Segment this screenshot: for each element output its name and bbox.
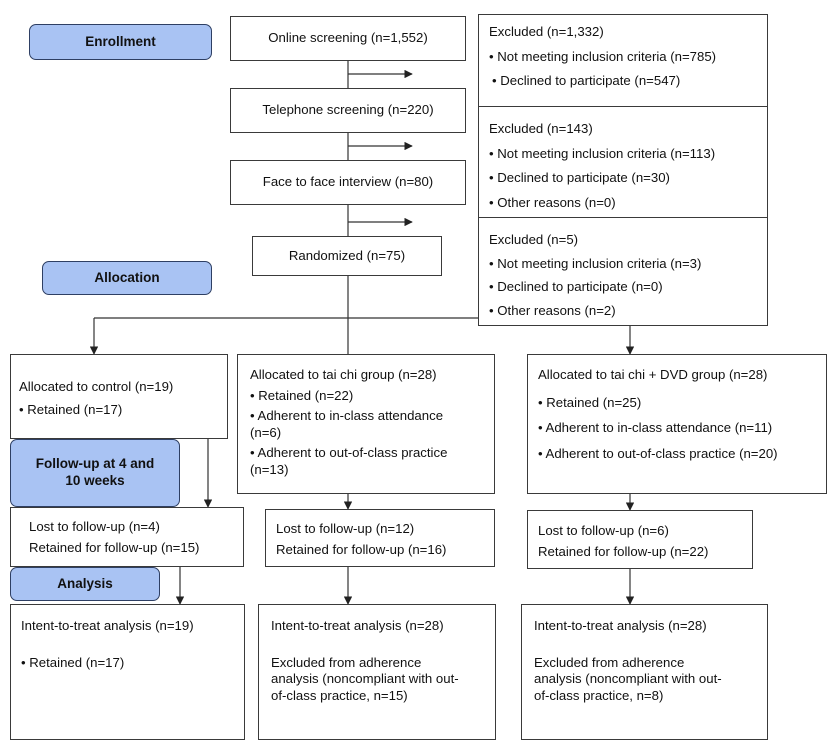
taichi-followup-box: Lost to follow-up (n=12) Retained for fo… [265,509,495,567]
taichi-dvd-itt-text: Intent-to-treat analysis (n=28) [534,618,707,633]
stage-enrollment-label: Enrollment [85,33,156,49]
taichi-excluded-adherence-text: Excluded from adherence analysis (noncom… [271,654,459,703]
taichi-dvd-analysis-box: Intent-to-treat analysis (n=28) Excluded… [521,604,768,740]
taichi-dvd-followup-box: Lost to follow-up (n=6) Retained for fol… [527,510,753,569]
taichi-allocation-box: Allocated to tai chi group (n=28) • Reta… [237,354,495,494]
control-followup-box: Lost to follow-up (n=4) Retained for fol… [10,507,244,567]
stage-enrollment: Enrollment [29,24,212,60]
stage-allocation: Allocation [42,261,212,295]
excluded-box-1: Excluded (n=1,332) • Not meeting inclusi… [478,14,768,107]
excluded-1-item: • Not meeting inclusion criteria (n=785) [489,48,717,64]
excluded-3-item: • Not meeting inclusion criteria (n=3) [489,255,702,271]
taichi-itt-text: Intent-to-treat analysis (n=28) [271,618,444,633]
excluded-3-item: • Declined to participate (n=0) [489,279,663,294]
excluded-3-item: • Other reasons (n=2) [489,302,616,318]
taichi-dvd-allocated-text: Allocated to tai chi + DVD group (n=28) [538,367,768,382]
taichi-retained-followup-text: Retained for follow-up (n=16) [276,541,447,557]
excluded-3-title: Excluded (n=5) [489,232,579,247]
taichi-dvd-allocation-box: Allocated to tai chi + DVD group (n=28) … [527,354,827,494]
control-analysis-box: Intent-to-treat analysis (n=19) • Retain… [10,604,245,740]
excluded-2-item: • Declined to participate (n=30) [489,170,670,185]
randomized-text: Randomized (n=75) [288,247,406,263]
taichi-dvd-lost-text: Lost to follow-up (n=6) [538,523,669,538]
telephone-screening-box: Telephone screening (n=220) [230,88,466,133]
control-itt-retained-text: • Retained (n=17) [21,654,125,670]
online-screening-text: Online screening (n=1,552) [268,30,428,46]
stage-followup-label: Follow-up at 4 and 10 weeks [35,456,155,488]
taichi-item: • Retained (n=22) [250,387,354,403]
taichi-dvd-item: • Adherent to in-class attendance (n=11) [538,420,773,435]
face-to-face-box: Face to face interview (n=80) [230,160,466,205]
telephone-screening-text: Telephone screening (n=220) [262,102,434,118]
taichi-item: • Adherent to out-of-class practice (n=1… [250,445,448,477]
excluded-box-2: Excluded (n=143) • Not meeting inclusion… [478,106,768,218]
excluded-2-item: • Not meeting inclusion criteria (n=113) [489,145,716,161]
control-lost-text: Lost to follow-up (n=4) [29,519,160,534]
taichi-allocated-text: Allocated to tai chi group (n=28) [250,367,437,382]
online-screening-box: Online screening (n=1,552) [230,16,466,61]
stage-followup: Follow-up at 4 and 10 weeks [10,439,180,507]
stage-allocation-label: Allocation [94,269,160,285]
control-itt-text: Intent-to-treat analysis (n=19) [21,618,194,633]
control-allocated-text: Allocated to control (n=19) [19,379,174,394]
taichi-dvd-excluded-adherence-text: Excluded from adherence analysis (noncom… [534,654,722,703]
excluded-2-title: Excluded (n=143) [489,121,593,136]
control-allocation-box: Allocated to control (n=19) • Retained (… [10,354,228,439]
taichi-dvd-retained-followup-text: Retained for follow-up (n=22) [538,543,709,559]
excluded-1-title: Excluded (n=1,332) [489,24,604,39]
stage-analysis-label: Analysis [57,575,113,591]
control-retained-followup-text: Retained for follow-up (n=15) [29,539,200,555]
face-to-face-text: Face to face interview (n=80) [262,174,434,190]
taichi-lost-text: Lost to follow-up (n=12) [276,521,415,536]
excluded-box-3: Excluded (n=5) • Not meeting inclusion c… [478,217,768,326]
taichi-item: • Adherent to in-class attendance (n=6) [250,408,444,440]
excluded-2-item: • Other reasons (n=0) [489,194,616,210]
taichi-dvd-item: • Retained (n=25) [538,394,642,410]
excluded-1-item: • Declined to participate (n=547) [492,73,681,88]
stage-analysis: Analysis [10,567,160,601]
control-retained-text: • Retained (n=17) [19,401,123,417]
taichi-analysis-box: Intent-to-treat analysis (n=28) Excluded… [258,604,496,740]
taichi-dvd-item: • Adherent to out-of-class practice (n=2… [538,445,778,461]
randomized-box: Randomized (n=75) [252,236,442,276]
